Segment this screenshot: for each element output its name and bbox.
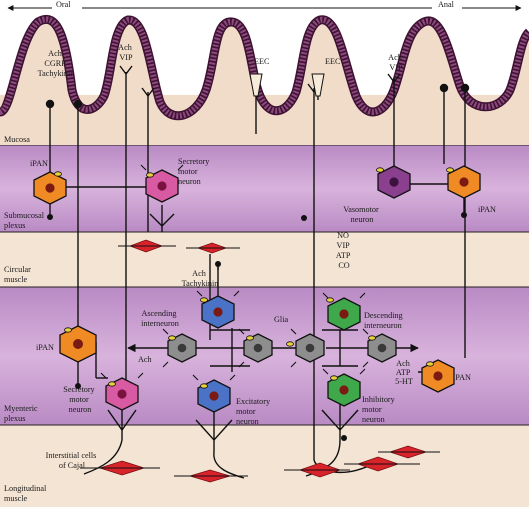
label-ipan-sub-right: iPAN xyxy=(478,205,496,214)
glia-synapses xyxy=(54,167,454,389)
label-eec-right: EEC xyxy=(325,57,341,66)
longitudinal-muscle-layer xyxy=(0,425,529,507)
label-secretory-sub: Secretory motor neuron xyxy=(178,157,211,186)
anal-label: Anal xyxy=(438,0,455,9)
label-ipan-myen-left: iPAN xyxy=(36,343,54,352)
label-glia: Glia xyxy=(274,315,288,324)
label-ipan-myen-right: iPAN xyxy=(453,373,471,382)
label-secretory-myen: Secretory motor neuron xyxy=(63,385,96,414)
label-ach-small: Ach xyxy=(138,355,152,364)
label-ascending: Ascending interneuron xyxy=(141,309,179,328)
label-eec-left: EEC xyxy=(254,57,270,66)
villi-fill xyxy=(0,19,529,146)
label-no-vip-atp-co: NO VIP ATP CO xyxy=(336,231,352,270)
label-ach-atp-5ht: Ach ATP 5-HT xyxy=(395,359,413,386)
dendrite-spikes xyxy=(100,164,369,381)
icc-processes xyxy=(80,245,440,477)
label-inhibitory: Inhibitory motor neuron xyxy=(362,395,397,424)
oral-label: Oral xyxy=(56,0,71,9)
label-excitatory: Excitatory motor neuron xyxy=(236,397,272,426)
submucosal-plexus-band xyxy=(0,145,529,232)
label-ach-tachykinin: Ach Tachykinin xyxy=(182,269,219,288)
label-ach-cgrp-tachykinin: Ach CGRP Tachykinin xyxy=(38,49,75,78)
label-ipan-sub-left: iPAN xyxy=(30,159,48,168)
label-ach-vip-left: Ach VIP xyxy=(118,43,134,62)
label-icc: Interstitial cells of Cajal xyxy=(46,451,99,470)
layer-mucosa-label: Mucosa xyxy=(4,135,30,144)
label-vasomotor: Vasomotor neuron xyxy=(343,205,381,224)
circular-muscle-layer xyxy=(0,232,529,287)
nerve-endings xyxy=(45,83,470,441)
label-descending: Descending interneuron xyxy=(364,311,405,330)
label-ach-vip-right: Ach VIP xyxy=(388,53,404,72)
eec-cells xyxy=(249,73,325,97)
neural-wiring xyxy=(49,72,466,479)
